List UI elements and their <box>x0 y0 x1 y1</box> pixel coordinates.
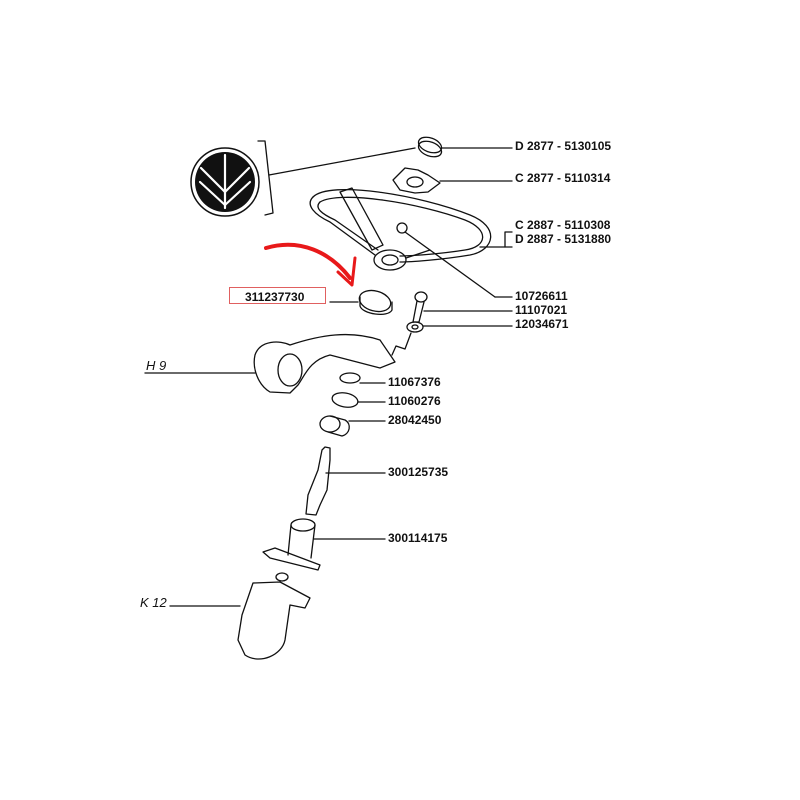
part-label-wheel-c: C 2887 - 5110308 <box>515 218 611 232</box>
part-label-shaft: 300125735 <box>388 465 449 479</box>
part-label-bolt: 11107021 <box>515 303 568 317</box>
part-label-cap: D 2877 - 5130105 <box>515 139 612 153</box>
part-label-washer: 12034671 <box>515 317 569 331</box>
column-tube-part <box>262 518 386 571</box>
part-label-bearing: 28042450 <box>388 413 442 427</box>
part-label-nut: 10726611 <box>515 289 568 303</box>
ring-part <box>331 392 386 408</box>
collar-part <box>329 289 393 316</box>
circlip-part <box>339 372 386 384</box>
steering-wheel-part <box>309 187 513 298</box>
bearing-part <box>319 415 386 437</box>
steering-unit-part <box>169 572 311 660</box>
highlight-box <box>229 287 326 304</box>
part-label-hub-cover: C 2877 - 5110314 <box>515 171 611 185</box>
part-label-ring: 11060276 <box>388 394 441 408</box>
highlight-arrow-head-icon <box>336 256 357 287</box>
shaft-part <box>305 446 386 516</box>
hub-cover-part <box>392 167 513 194</box>
highlight-arrow-icon <box>264 242 352 280</box>
logo-badge-icon <box>190 140 416 217</box>
ref-h9: H 9 <box>146 358 167 373</box>
ref-k12: K 12 <box>140 595 167 610</box>
washer-part <box>391 321 513 356</box>
part-label-circlip: 11067376 <box>388 375 441 389</box>
cap-part <box>417 136 513 158</box>
highlighted-part-number: 311237730 <box>245 290 305 304</box>
part-label-wheel-d: D 2887 - 5131880 <box>515 232 612 246</box>
bracket-part <box>144 333 396 394</box>
part-label-column-tube: 300114175 <box>388 531 448 545</box>
